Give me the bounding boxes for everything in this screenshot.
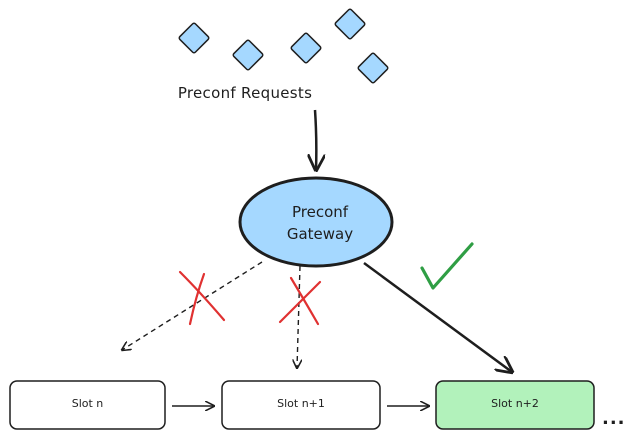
red-x-icon [278, 276, 322, 326]
request-diamond [290, 32, 322, 64]
slot-n1-box [221, 380, 381, 430]
slot-n2-box [435, 380, 595, 430]
green-check-icon [420, 242, 474, 290]
gateway-to-slot-n-arrow [122, 261, 263, 350]
preconf-request-diamonds [178, 8, 389, 84]
preconf-requests-label: Preconf Requests [177, 84, 313, 102]
gateway-to-slot-n1-arrow [297, 265, 300, 368]
request-diamond [357, 52, 389, 84]
slot-n-box [9, 380, 166, 430]
gateway-label-line1: Preconf [291, 203, 349, 221]
continuation-ellipsis: ... [602, 408, 626, 429]
gateway-label: Preconf Gateway [250, 201, 390, 245]
request-diamond [178, 22, 210, 54]
request-diamond [334, 8, 366, 40]
slot-n2-label: Slot n+2 [491, 397, 539, 410]
slot-n-label: Slot n [71, 397, 104, 410]
requests-to-gateway-arrow [315, 109, 316, 170]
request-diamond [232, 39, 264, 71]
red-x-icon [178, 270, 226, 326]
gateway-label-line2: Gateway [286, 225, 354, 243]
preconf-gateway-node [238, 176, 394, 268]
gateway-to-slot-n2-arrow [363, 261, 512, 372]
slot-n1-label: Slot n+1 [277, 397, 325, 410]
